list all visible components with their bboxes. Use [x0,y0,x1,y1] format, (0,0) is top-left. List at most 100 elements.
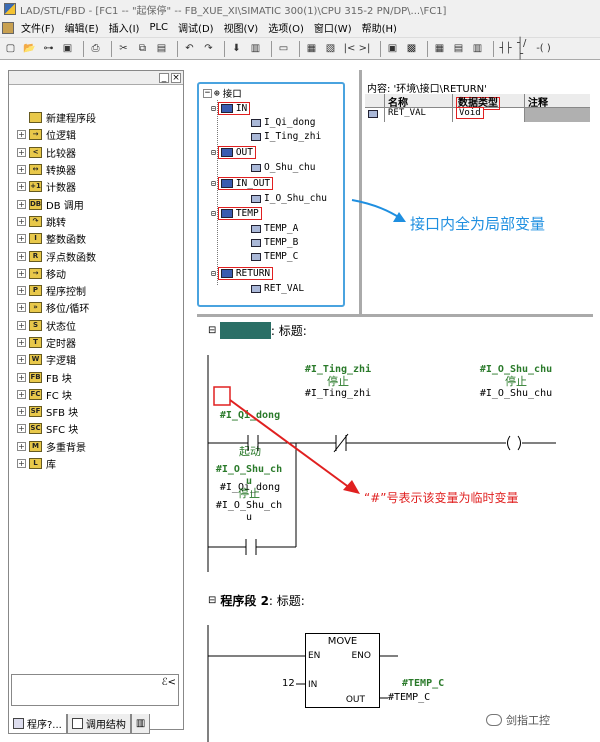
expand-icon[interactable]: + [17,165,26,175]
expand-icon[interactable]: + [17,424,26,434]
cell-name[interactable]: RET_VAL [385,108,453,122]
tree-leaf[interactable]: I_O_Shu_chu [251,193,327,204]
tree-node-temp[interactable]: ⊟ TEMP [211,207,262,220]
info-icon[interactable]: ℰ< [161,677,176,688]
coil-icon[interactable]: -( ) [536,43,551,54]
in-value[interactable]: 12 [282,678,295,689]
copy-icon[interactable]: ⧉ [138,43,147,54]
expand-icon[interactable]: + [17,303,26,313]
open-icon[interactable]: 📂 [23,43,36,54]
undo-icon[interactable]: ↶ [185,43,194,54]
save-icon[interactable]: ▣ [62,43,73,54]
out-symbol[interactable]: #TEMP_C [402,678,445,689]
header-type[interactable]: 数据类型 [453,94,525,110]
cell-comment[interactable] [525,108,590,122]
move-block[interactable]: MOVE EN ENO IN OUT [305,633,380,708]
expand-icon[interactable]: + [17,320,26,330]
expand-icon[interactable]: + [17,130,26,140]
menu-plc[interactable]: PLC [149,22,169,33]
tab-program-elements[interactable]: 程序?... [8,714,67,734]
menu-options[interactable]: 选项(O) [268,24,304,35]
paste-icon[interactable]: ▤ [156,43,167,54]
grid-icon[interactable]: ▥ [472,43,483,54]
network-1-title[interactable]: ⊟ 程序段 1 : 标题: [208,322,307,339]
cell-type[interactable]: Void [453,107,525,122]
contact-no-icon[interactable]: ┤├ [499,43,512,54]
new-icon[interactable]: ▢ [5,43,16,54]
collapse-icon[interactable]: ⊟ [208,595,217,606]
overview-icon[interactable]: ▣ [387,43,398,54]
menu-insert[interactable]: 插入(I) [108,24,140,35]
tree-leaf[interactable]: TEMP_B [251,237,298,248]
download-icon[interactable]: ⬇ [232,43,241,54]
expand-icon[interactable]: + [17,355,26,365]
catalog-item[interactable]: 新建程序段 [9,109,183,126]
tree-node-in[interactable]: ⊟ IN [211,102,251,115]
cut-icon[interactable]: ✂ [119,43,128,54]
expand-icon[interactable]: + [17,199,26,209]
contact-2-labels[interactable]: #I_Ting_zhi 停止 #I_Ting_zhi [298,364,378,400]
expand-icon[interactable]: + [17,286,26,296]
branch-labels[interactable]: #I_O_Shu_chu 停止 #I_O_Shu_chu [214,464,284,524]
tree-node-out[interactable]: ⊟ OUT [211,146,256,159]
expand-icon[interactable]: + [17,216,26,226]
details-icon[interactable]: ▩ [406,43,417,54]
contact-nc-icon[interactable]: ┤/├ [517,37,527,60]
tree-leaf[interactable]: RET_VAL [251,283,304,294]
catalog-item[interactable]: +↔转换器 [9,161,183,178]
menu-help[interactable]: 帮助(H) [361,24,397,35]
tab-call-structure[interactable]: 调用结构 [66,714,131,734]
tree-leaf[interactable]: TEMP_C [251,251,298,262]
catalog-item[interactable]: +→移动 [9,265,183,282]
vertical-splitter[interactable] [359,70,362,314]
expand-icon[interactable]: + [17,182,26,192]
catalog-item[interactable]: +<比较器 [9,144,183,161]
interface-root[interactable]: − ⊕ 接口 [203,87,242,100]
menu-edit[interactable]: 编辑(E) [64,24,99,35]
grid-icon[interactable]: ▦ [434,43,445,54]
expand-icon[interactable]: + [17,147,26,157]
tree-node-in-out[interactable]: ⊟ IN_OUT [211,177,274,190]
restore-icon[interactable]: _ [159,72,169,83]
expand-icon[interactable]: + [17,407,26,417]
tree-leaf[interactable]: I_Qi_dong [251,117,315,128]
menu-debug[interactable]: 调试(D) [178,24,214,35]
out-address[interactable]: #TEMP_C [388,692,431,703]
expand-icon[interactable]: + [17,268,26,278]
overview-icon[interactable]: ▦ [306,43,317,54]
grid-icon[interactable]: ▤ [453,43,464,54]
expand-icon[interactable]: + [17,459,26,469]
menu-window[interactable]: 窗口(W) [313,24,352,35]
details-icon[interactable]: ▧ [325,43,336,54]
table-row[interactable]: RET_VAL Void [365,107,590,122]
catalog-item[interactable]: +→位逻辑 [9,126,183,143]
tree-leaf[interactable]: TEMP_A [251,223,298,234]
tree-leaf[interactable]: I_Ting_zhi [251,131,321,142]
collapse-icon[interactable]: ⊟ [208,325,217,336]
redo-icon[interactable]: ↷ [204,43,213,54]
tree-leaf[interactable]: O_Shu_chu [251,162,315,173]
expand-icon[interactable]: + [17,251,26,261]
print-icon[interactable]: ⎙ [91,43,100,54]
coil-labels[interactable]: #I_O_Shu_chu 停止 #I_O_Shu_chu [476,364,556,400]
header-name[interactable]: 名称 [385,94,453,109]
tab-more[interactable]: ▥ [130,714,151,734]
jump-to-icon[interactable]: |< >| [343,43,371,54]
tree-node-return[interactable]: ⊟ RETURN [211,267,274,280]
network-2-title[interactable]: ⊟ 程序段 2 : 标题: [208,592,305,609]
expand-icon[interactable]: + [17,389,26,399]
expand-icon[interactable]: + [17,338,26,347]
monitor-icon[interactable]: ▥ [250,43,261,54]
catalog-item[interactable]: +↷跳转 [9,213,183,230]
